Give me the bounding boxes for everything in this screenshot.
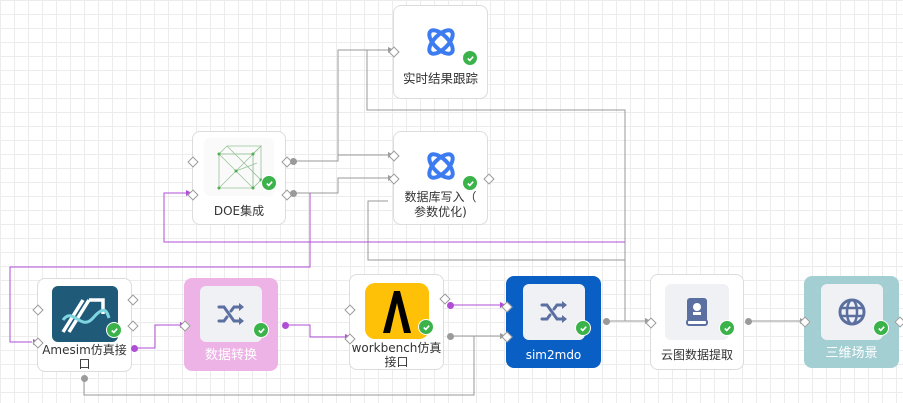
success-check-icon (462, 50, 478, 66)
success-check-icon (575, 320, 591, 336)
amesim-logo-icon (61, 298, 110, 333)
ansys-logo-icon (382, 291, 411, 333)
node-label-line2: 接口 (384, 355, 409, 369)
success-check-icon (106, 322, 122, 338)
connector-dot (447, 333, 454, 340)
wire-doe-to-realtime (293, 49, 388, 162)
node-icon-tile (820, 284, 883, 340)
node-icon-tile (51, 286, 118, 342)
node-icon-tile (200, 286, 262, 342)
node-label-line1: 数据库写入（ (404, 190, 477, 204)
input-port[interactable] (187, 189, 199, 201)
node-data-conversion[interactable]: 数据转换 (179, 278, 278, 371)
input-port[interactable] (799, 316, 811, 328)
success-check-icon (261, 175, 277, 191)
output-port[interactable] (127, 294, 139, 306)
node-realtime-tracking[interactable]: 实时结果跟踪 (388, 5, 488, 99)
node-icon-tile (522, 284, 585, 340)
success-check-icon (253, 322, 269, 338)
input-port[interactable] (388, 46, 400, 58)
node-icon-tile (409, 14, 473, 70)
success-check-icon (719, 320, 735, 336)
atom-icon (426, 152, 455, 180)
doe-cube-icon (217, 145, 263, 190)
node-label: sim2mdo (525, 348, 582, 362)
node-icon-tile (665, 284, 729, 340)
node-sim2mdo[interactable]: sim2mdo (501, 276, 601, 368)
connector-dot (282, 322, 289, 329)
input-port[interactable] (501, 301, 513, 313)
input-port[interactable] (388, 173, 400, 185)
input-port[interactable] (501, 331, 513, 343)
input-port[interactable] (32, 304, 44, 316)
node-cloud-data-extract[interactable]: 云图数据提取 (645, 274, 744, 370)
node-label: 云图数据提取 (660, 348, 733, 362)
book-icon (686, 298, 708, 326)
node-database-write[interactable]: 数据库写入（ 参数优化) (388, 131, 495, 225)
wire-convert-to-workbench (286, 324, 345, 338)
node-label-line1: Amesim仿真接 (42, 343, 127, 357)
wire-amesim-to-convert (136, 324, 180, 349)
globe-icon (838, 298, 865, 326)
output-port[interactable] (894, 316, 903, 328)
connector-dot (603, 318, 610, 325)
node-label: DOE集成 (213, 204, 265, 218)
success-check-icon (418, 319, 434, 335)
connector-dot (447, 302, 454, 309)
connector-dot (81, 375, 88, 382)
node-label-line2: 参数优化) (414, 205, 467, 219)
success-check-icon (873, 320, 889, 336)
input-port[interactable] (388, 150, 400, 162)
shuffle-icon (540, 301, 567, 323)
wire-doe-to-dbwrite-b (293, 177, 388, 194)
node-amesim-interface[interactable]: Amesim仿真接 口 (32, 278, 139, 372)
shuffle-icon (217, 303, 244, 325)
input-port[interactable] (187, 156, 199, 168)
connector-dot (745, 318, 752, 325)
input-port[interactable] (179, 320, 191, 332)
success-check-icon (462, 175, 478, 191)
connector-dot (290, 190, 297, 197)
output-port[interactable] (483, 173, 495, 185)
node-label-line1: workbench仿真 (351, 341, 442, 355)
connector-dot (290, 158, 297, 165)
node-icon-tile (364, 283, 429, 339)
node-label: 三维场景 (825, 346, 878, 361)
node-label-line2: 口 (78, 357, 91, 371)
connector-dot (131, 345, 138, 352)
node-label: 实时结果跟踪 (402, 71, 478, 86)
input-port[interactable] (645, 317, 657, 329)
input-port[interactable] (344, 304, 356, 316)
node-label: 数据转换 (204, 348, 257, 363)
node-3d-scene[interactable]: 三维场景 (799, 276, 903, 368)
node-doe-integration[interactable]: DOE集成 (187, 131, 293, 225)
node-workbench-interface[interactable]: workbench仿真 接口 (344, 274, 451, 370)
atom-icon (426, 28, 455, 56)
node-icon-tile (409, 138, 473, 194)
output-port[interactable] (127, 320, 139, 332)
